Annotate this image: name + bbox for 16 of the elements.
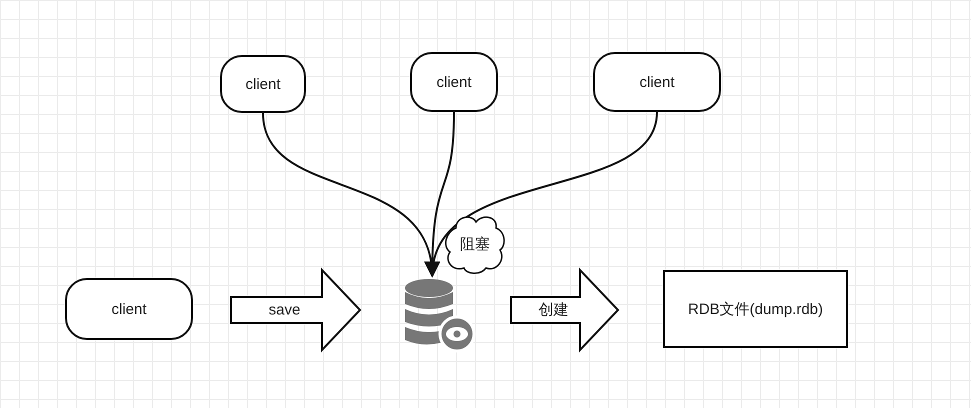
- node-label: 阻塞: [460, 234, 490, 254]
- node-label: client: [436, 74, 472, 90]
- node-label: RDB文件(dump.rdb): [688, 300, 824, 318]
- file-box: [663, 270, 848, 348]
- node-label: client: [111, 300, 147, 318]
- client-box: [220, 55, 306, 113]
- edge-label: 创建: [538, 300, 568, 320]
- database-icon: [405, 278, 473, 350]
- arrow: [426, 112, 658, 278]
- client-box: [65, 278, 193, 340]
- client-box: [593, 52, 721, 112]
- node-label: client: [639, 74, 675, 90]
- block-arrow: [230, 268, 362, 352]
- block-arrow: [510, 268, 620, 352]
- node-label: client: [245, 76, 281, 92]
- client-box: [410, 52, 498, 112]
